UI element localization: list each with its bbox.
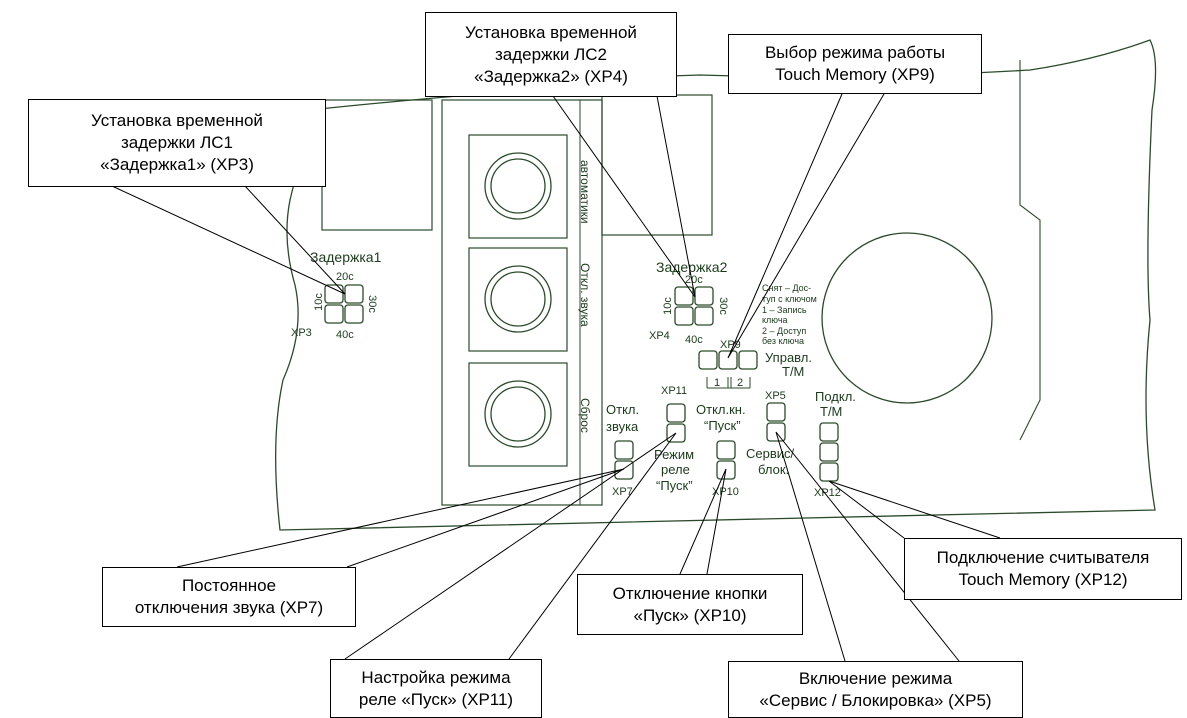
xp11-label-line3: “Пуск” [656, 478, 693, 493]
svg-text:Снят – Дос-: Снят – Дос- [762, 283, 811, 293]
buzzer [821, 232, 993, 404]
svg-text:2 – Доступ: 2 – Доступ [762, 326, 806, 336]
button-sound-off [468, 247, 568, 352]
xp9-id: ХР9 [720, 339, 741, 351]
xp3-top-label: 20с [336, 271, 354, 283]
xp3-bottom-label: 40с [336, 329, 354, 341]
xp10-label-line2: “Пуск” [704, 418, 741, 433]
xp9-scale [706, 377, 751, 389]
board-outline [275, 39, 1157, 531]
xp4-id: ХР4 [649, 330, 670, 342]
relay-block-right [601, 94, 713, 236]
button-label-automation: автоматики [578, 160, 592, 224]
button-reset [468, 362, 568, 467]
xp3-right-label: 30с [366, 295, 378, 313]
xp3-id: ХР3 [291, 327, 312, 339]
svg-text:без ключа: без ключа [762, 336, 804, 346]
xp4-left-label: 10с [662, 297, 674, 315]
callout-tm-mode: Выбор режима работы Touch Memory (ХР9) [728, 34, 982, 94]
callout-service-block: Включение режима «Сервис / Блокировка» (… [728, 661, 1023, 718]
xp12-label-line1: Подкл. [815, 389, 856, 404]
xp11-label-line2: реле [661, 462, 690, 477]
xp9-scale-2: 2 [737, 377, 743, 389]
xp5-label-line1: Сервис/ [746, 446, 795, 461]
xp4-title: Задержка2 [656, 259, 728, 275]
button-panel [441, 99, 603, 506]
xp7-id: ХР7 [612, 486, 633, 498]
xp9-scale-1: 1 [714, 377, 720, 389]
board-edge-line [1019, 60, 1041, 441]
xp5-label-line2: блок. [758, 462, 789, 477]
xp11-label-line1: Режим [654, 447, 694, 462]
leader-lines [111, 93, 1001, 662]
xp11-jumper [666, 403, 686, 443]
button-label-reset: Сброс [578, 398, 592, 433]
xp5-jumper [766, 402, 786, 442]
xp3-title: Задержка1 [310, 249, 382, 265]
xp12-jumper [819, 422, 839, 482]
xp4-right-label: 30с [717, 297, 729, 315]
xp7-label-line2: звука [606, 419, 639, 434]
callout-delay2: Установка временной задержки ЛС2 «Задерж… [425, 12, 677, 97]
xp12-id: ХР12 [814, 487, 841, 499]
xp4-bottom-label: 40с [685, 334, 703, 346]
callout-sound-off: Постоянное отключения звука (ХР7) [102, 567, 356, 627]
leader-delay1 [111, 185, 346, 295]
callout-delay1: Установка временной задержки ЛС1 «Задерж… [28, 99, 326, 187]
callout-tm-reader: Подключение считывателя Touch Memory (ХР… [904, 538, 1182, 600]
relay-block-left [321, 99, 433, 231]
button-automation [468, 134, 568, 239]
xp12-label-line2: Т/М [820, 404, 842, 419]
svg-text:1 – Запись: 1 – Запись [762, 305, 807, 315]
xp10-id: ХР10 [712, 486, 739, 498]
xp7-label-line1: Откл. [606, 402, 639, 417]
xp11-id: ХР11 [661, 385, 687, 397]
leader-sound-off [176, 468, 625, 568]
leader-start-btn [679, 468, 727, 575]
xp9-legend: Снят – Дос- туп с ключом 1 – Запись ключ… [762, 283, 817, 346]
xp7-jumper [614, 440, 634, 480]
xp3-jumper [324, 284, 364, 324]
leader-service-block [775, 431, 960, 662]
callout-start-btn: Отключение кнопки «Пуск» (ХР10) [577, 574, 803, 635]
xp3-left-label: 10с [313, 293, 325, 311]
xp10-label-line1: Откл.кн. [696, 402, 746, 417]
leader-tm-reader [828, 480, 1001, 539]
leader-relay-mode [344, 432, 677, 660]
leader-tm-mode [727, 93, 885, 359]
svg-text:туп с ключом: туп с ключом [762, 294, 817, 304]
xp10-jumper [716, 440, 736, 480]
xp9-jumper [698, 350, 758, 370]
leader-delay2 [552, 95, 696, 298]
button-label-sound-off: Откл. звука [578, 263, 592, 327]
xp9-title-line1: Управл. [765, 350, 812, 365]
svg-text:ключа: ключа [762, 315, 788, 325]
xp9-title-line2: Т/М [782, 364, 804, 379]
callout-relay-mode: Настройка режима реле «Пуск» (ХР11) [330, 659, 542, 718]
xp4-top-label: 20с [685, 274, 703, 286]
xp5-id: ХР5 [765, 390, 786, 402]
